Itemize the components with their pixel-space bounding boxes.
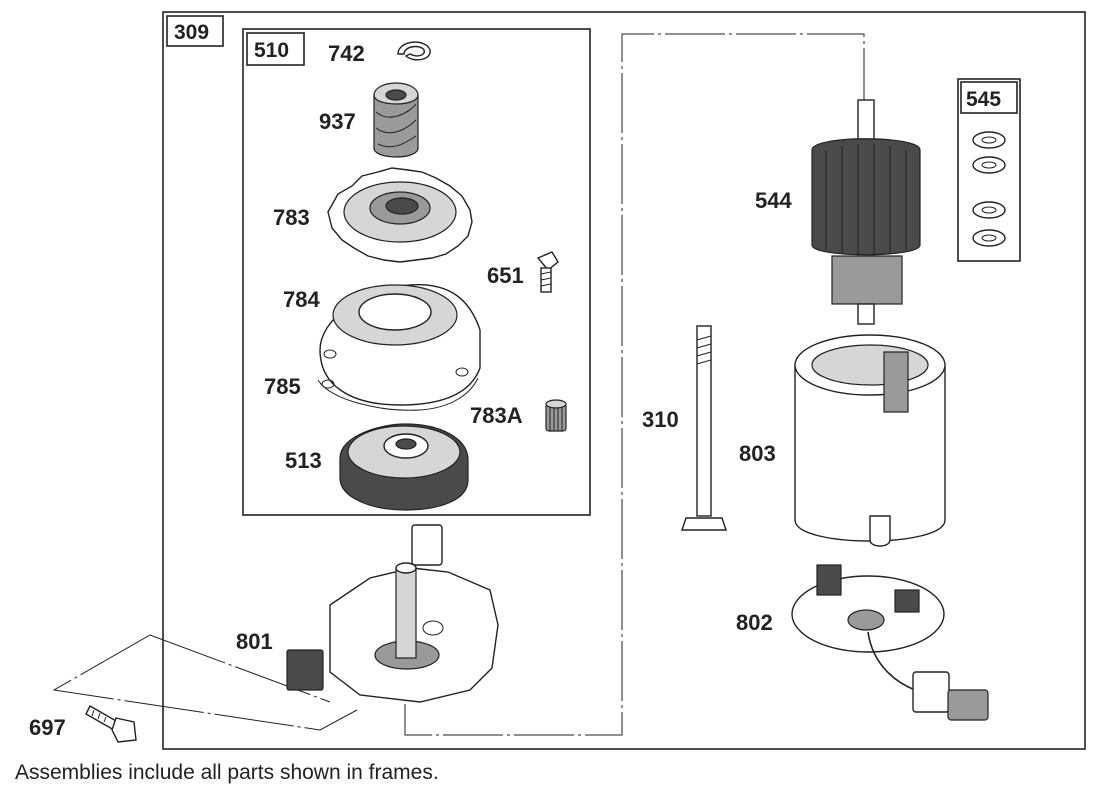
label-742: 742 xyxy=(328,41,365,66)
leader-line-697-b xyxy=(149,634,331,703)
leader-line-upper xyxy=(404,33,865,736)
end-cap-801 xyxy=(286,524,499,703)
label-784: 784 xyxy=(283,287,320,312)
washers-545 xyxy=(972,131,1006,247)
label-544: 544 xyxy=(755,188,792,213)
label-937: 937 xyxy=(319,109,356,134)
housing-784 xyxy=(319,284,481,406)
gear-783 xyxy=(327,167,473,263)
frame-309-label: 309 xyxy=(174,21,209,44)
frame-545-label-box xyxy=(960,81,1018,114)
brush-plate-802 xyxy=(791,564,989,721)
through-bolt-310 xyxy=(681,325,727,531)
label-783: 783 xyxy=(273,205,310,230)
label-697: 697 xyxy=(29,715,66,740)
ring-gear-513 xyxy=(339,423,469,511)
frame-309-label-box xyxy=(166,15,224,47)
footnote: Assemblies include all parts shown in fr… xyxy=(15,761,439,784)
frame-545 xyxy=(957,78,1021,262)
frame-545-label: 545 xyxy=(966,88,1001,111)
leader-line-697 xyxy=(52,634,358,731)
frame-510 xyxy=(242,28,591,516)
motor-frame-803 xyxy=(794,334,946,547)
label-783a: 783A xyxy=(470,403,523,428)
label-513: 513 xyxy=(285,448,322,473)
clutch-sleeve-937 xyxy=(373,82,419,158)
label-802: 802 xyxy=(736,610,773,635)
label-803: 803 xyxy=(739,441,776,466)
label-651: 651 xyxy=(487,263,524,288)
armature-544 xyxy=(811,99,921,325)
snap-ring-742 xyxy=(397,41,431,61)
pinion-783a xyxy=(545,399,567,432)
bolt-697 xyxy=(85,705,137,743)
frame-309 xyxy=(162,11,1086,750)
frame-510-label: 510 xyxy=(254,39,289,62)
label-785: 785 xyxy=(264,374,301,399)
label-801: 801 xyxy=(236,629,273,654)
frame-510-label-box xyxy=(246,32,305,66)
screw-651 xyxy=(536,251,559,293)
gasket-785 xyxy=(317,377,479,411)
label-310: 310 xyxy=(642,407,679,432)
